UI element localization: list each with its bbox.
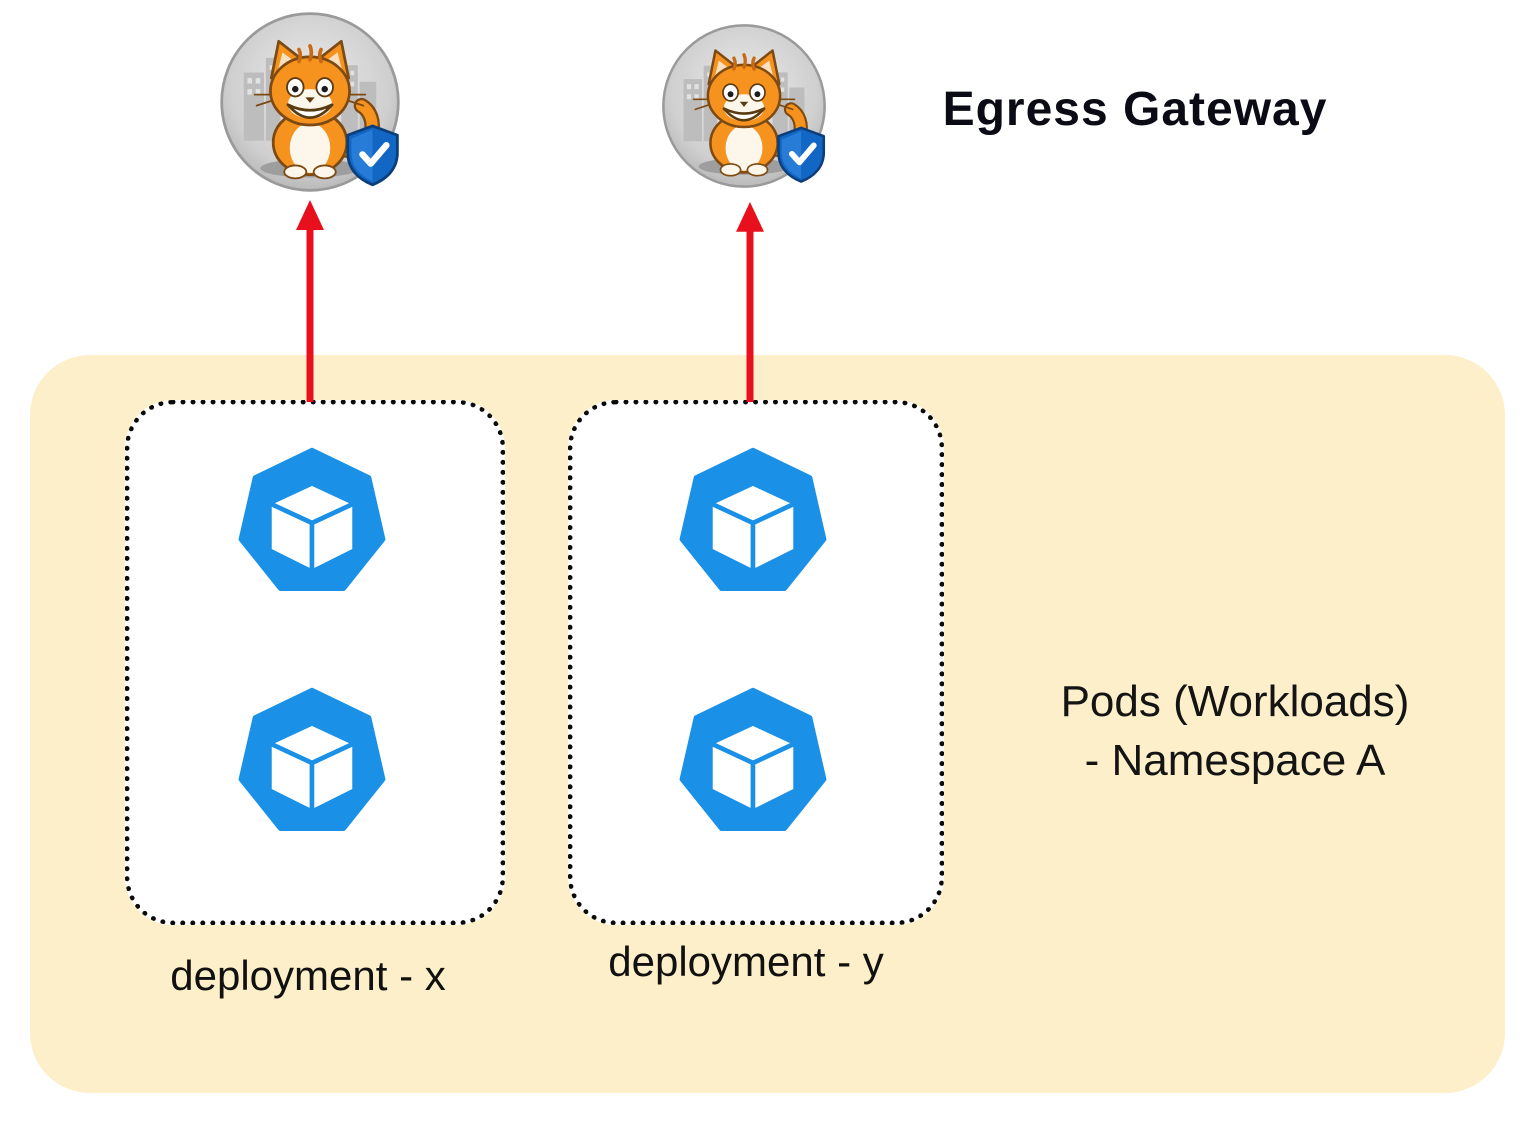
up-arrow-icon (288, 198, 332, 404)
pod-icon (677, 687, 829, 839)
egress-gateway-cat-icon (218, 10, 402, 194)
deployment-box-y (568, 400, 944, 925)
pod-icon (236, 447, 388, 599)
pod-icon (677, 447, 829, 599)
deployment-y-label: deployment - y (608, 938, 884, 985)
up-arrow-icon (728, 200, 772, 404)
deployment-x-label: deployment - x (170, 952, 446, 999)
egress-arrow-y (728, 200, 772, 404)
egress-gateway-cat-icon (660, 22, 828, 190)
egress-gateway-title: Egress Gateway (942, 83, 1328, 136)
namespace-label-line1: Pods (Workloads) (1060, 677, 1410, 726)
cat-with-shield-check-icon (218, 10, 402, 194)
egress-arrow-x (288, 198, 332, 404)
pod-icon (236, 687, 388, 839)
cat-with-shield-check-icon (660, 22, 828, 190)
namespace-a-label: Pods (Workloads) - Namespace A (990, 672, 1480, 791)
deployment-box-x (125, 400, 505, 925)
namespace-label-line2: - Namespace A (1084, 736, 1386, 786)
